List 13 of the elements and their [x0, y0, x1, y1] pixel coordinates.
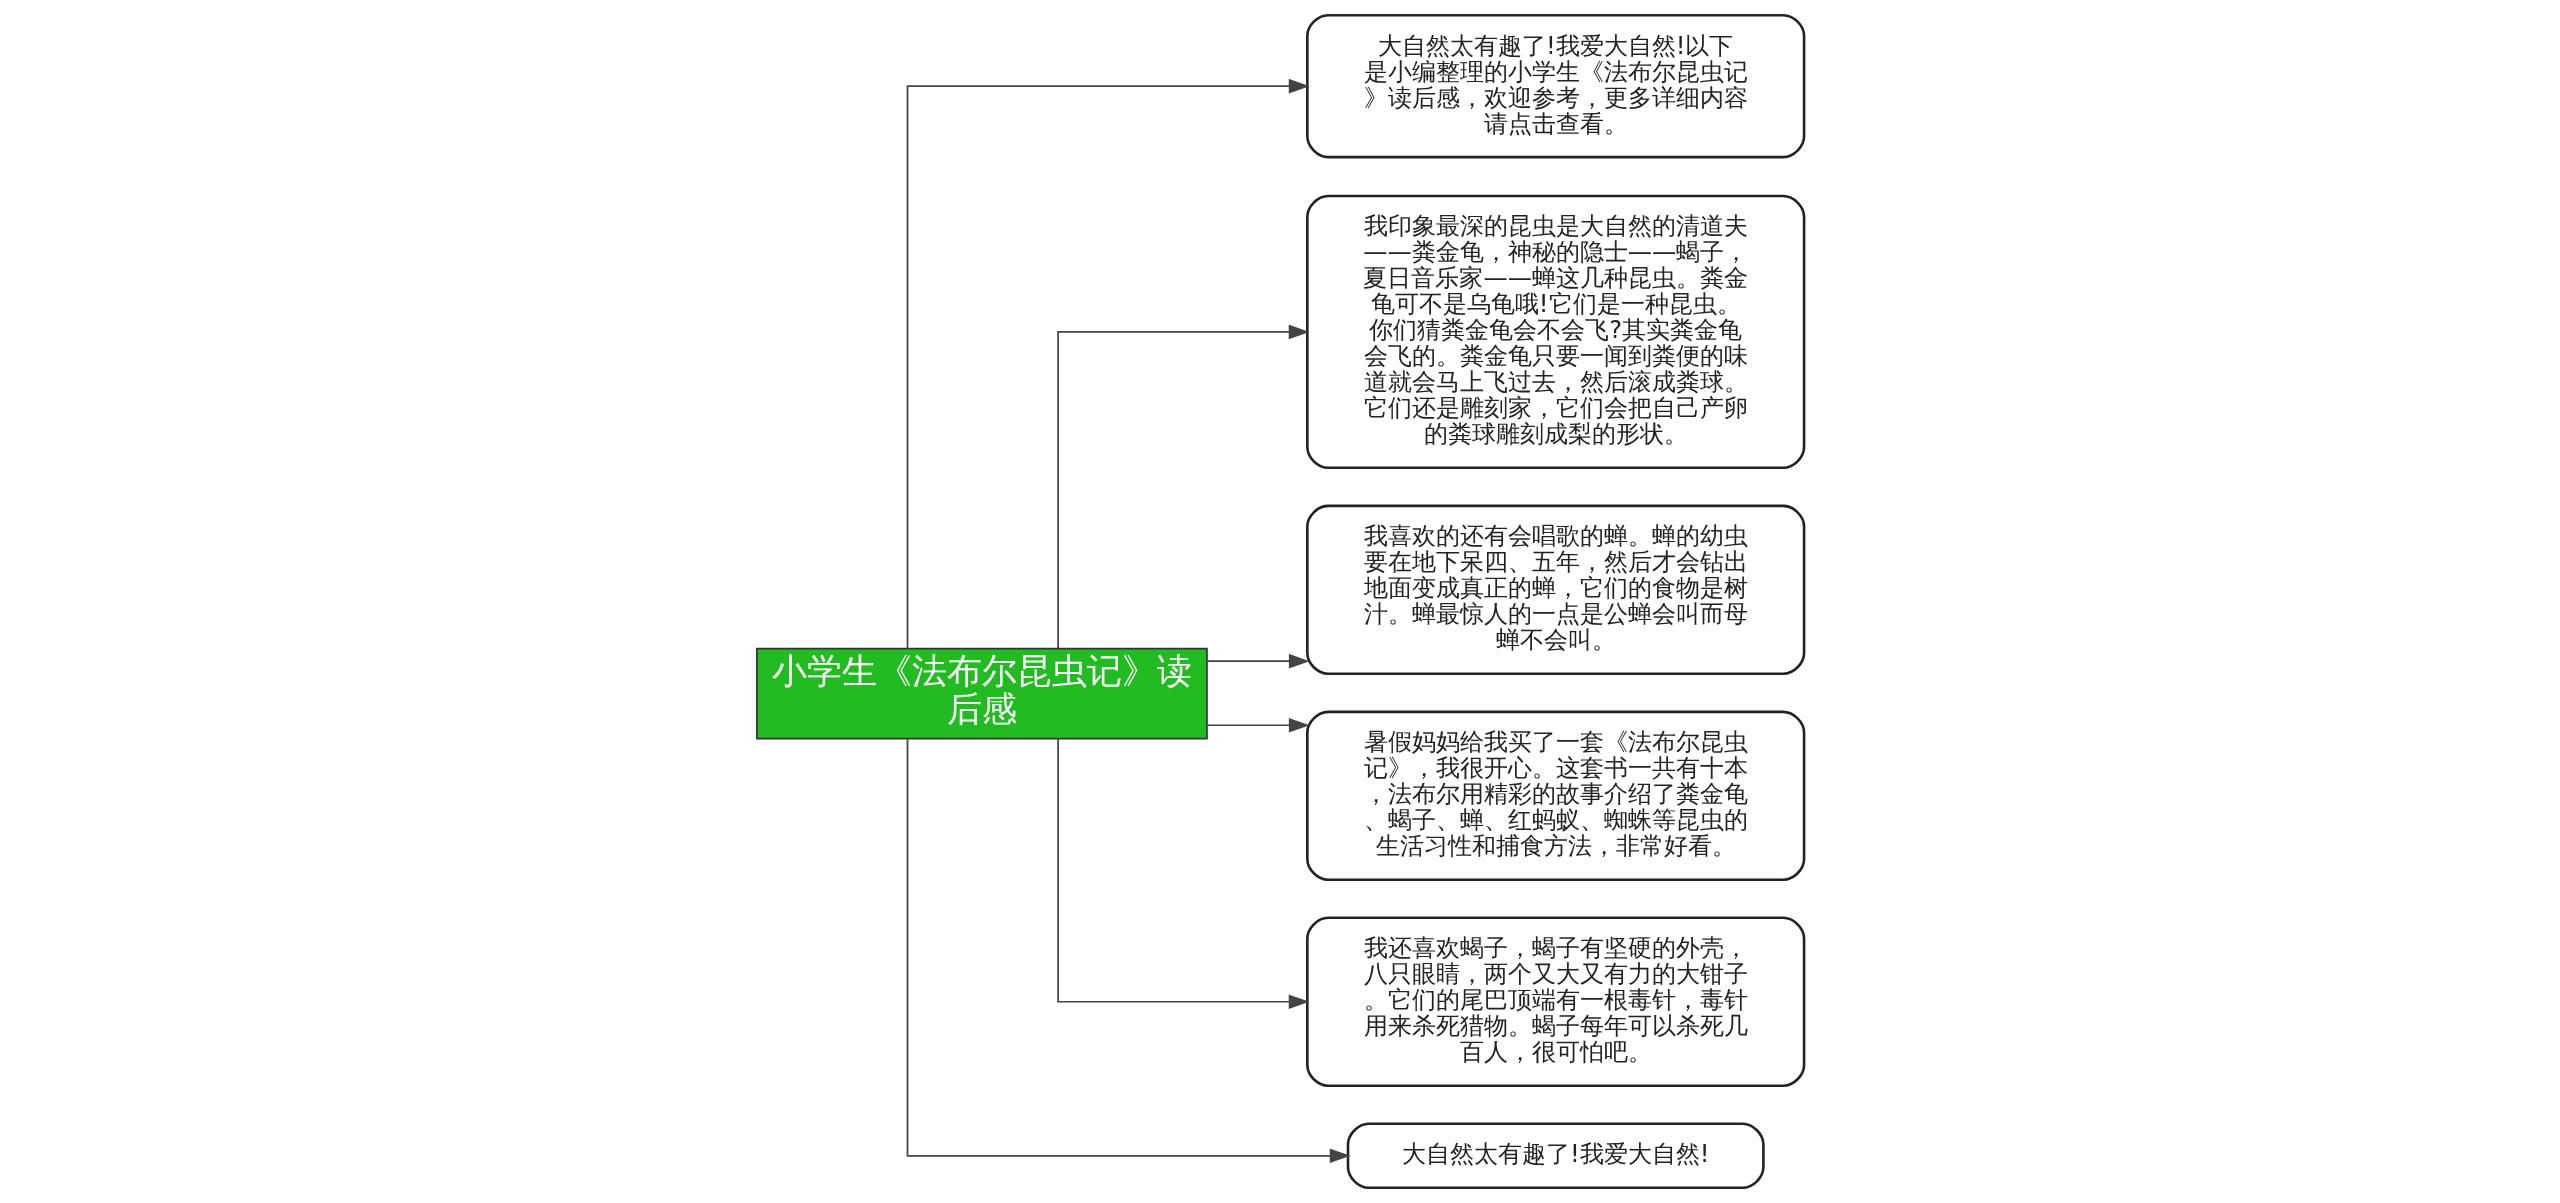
- node-box: 我印象最深的昆虫是大自然的清道夫——粪金龟，神秘的隐士——蝎子，夏日音乐家——蝉这几种昆虫。粪金龟可不是乌龟哦!它们是一种昆虫。你们猜粪金龟会不会飞?其实粪金龟会飞的。粪金龟只要一闻到粪便的味道就会马上飞过去，然后滚成粪球。它们还是雕刻家，它们会把自己产卵的粪球雕刻成梨的形状。: [1305, 194, 1805, 470]
- node-box: 大自然太有趣了!我爱大自然!以下是小编整理的小学生《法布尔昆虫记》读后感，欢迎参考，更多详细内容请点击查看。: [1305, 13, 1805, 159]
- node-box: 我喜欢的还有会唱歌的蝉。蝉的幼虫要在地下呆四、五年，然后才会钻出地面变成真正的蝉，它们的食物是树汁。蝉最惊人的一点是公蝉会叫而母蝉不会叫。: [1305, 504, 1805, 676]
- node-box: 小学生《法布尔昆虫记》读后感: [755, 647, 1208, 740]
- arrow: [1205, 718, 1310, 733]
- node-box: 我还喜欢蝎子，蝎子有坚硬的外壳，八只眼睛，两个又大又有力的大钳子。它们的尾巴顶端有一根毒针，毒针用来杀死猎物。蝎子每年可以杀死几百人，很可怕吧。: [1305, 916, 1805, 1087]
- arrow: [1056, 324, 1309, 650]
- node-box: 大自然太有趣了!我爱大自然!: [1346, 1122, 1765, 1190]
- arrow: [1205, 653, 1310, 669]
- arrow: [906, 78, 1310, 650]
- node-box: 暑假妈妈给我买了一套《法布尔昆虫记》，我很开心。这套书一共有十本，法布尔用精彩的故事介绍了粪金龟、蝎子、蝉、红蚂蚁、蜘蛛等昆虫的生活习性和捕食方法，非常好看。: [1305, 710, 1805, 882]
- arrow: [1056, 738, 1309, 1010]
- arrow: [906, 737, 1351, 1164]
